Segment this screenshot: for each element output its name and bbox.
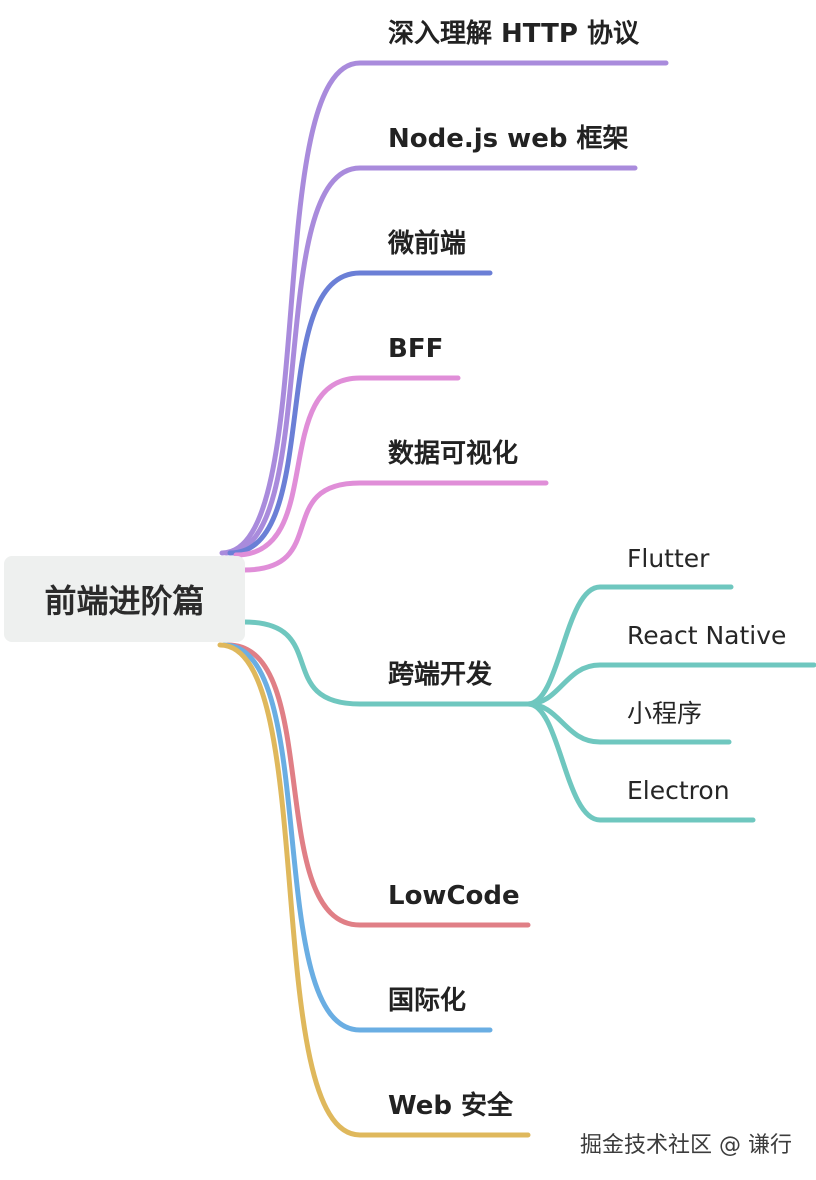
connector-flutter — [525, 584, 734, 707]
branch-label-web-security: Web 安全 — [388, 1091, 514, 1121]
sub-label-flutter: Flutter — [627, 544, 710, 573]
connector-lowcode — [225, 642, 531, 928]
root-node[interactable]: 前端进阶篇 — [4, 556, 245, 642]
connector-cross-platform — [241, 619, 531, 707]
branch-label-data-viz: 数据可视化 — [388, 439, 519, 469]
sub-label-electron: Electron — [627, 776, 730, 805]
root-node-label: 前端进阶篇 — [44, 582, 205, 620]
connector-electron — [525, 701, 756, 823]
branch-label-cross-platform: 跨端开发 — [388, 660, 493, 690]
connector-nodejs — [223, 165, 638, 556]
branch-label-bff: BFF — [388, 334, 444, 364]
connector-web-security — [217, 642, 531, 1138]
branch-label-lowcode: LowCode — [388, 881, 520, 911]
connector-data-viz — [241, 480, 549, 573]
connector-bff — [233, 375, 461, 558]
connector-i18n — [221, 642, 493, 1033]
watermark: 掘金技术社区 @ 谦行 — [580, 1133, 792, 1158]
connector-react-native — [525, 662, 816, 707]
connector-http — [219, 60, 669, 556]
branch-label-i18n: 国际化 — [388, 986, 467, 1016]
branch-label-http: 深入理解 HTTP 协议 — [388, 19, 639, 49]
sub-label-mini-program: 小程序 — [627, 699, 703, 728]
connector-micro-frontend — [227, 270, 493, 556]
sub-label-react-native: React Native — [627, 621, 787, 650]
branch-label-micro-frontend: 微前端 — [388, 229, 467, 259]
branch-label-nodejs: Node.js web 框架 — [388, 124, 629, 154]
